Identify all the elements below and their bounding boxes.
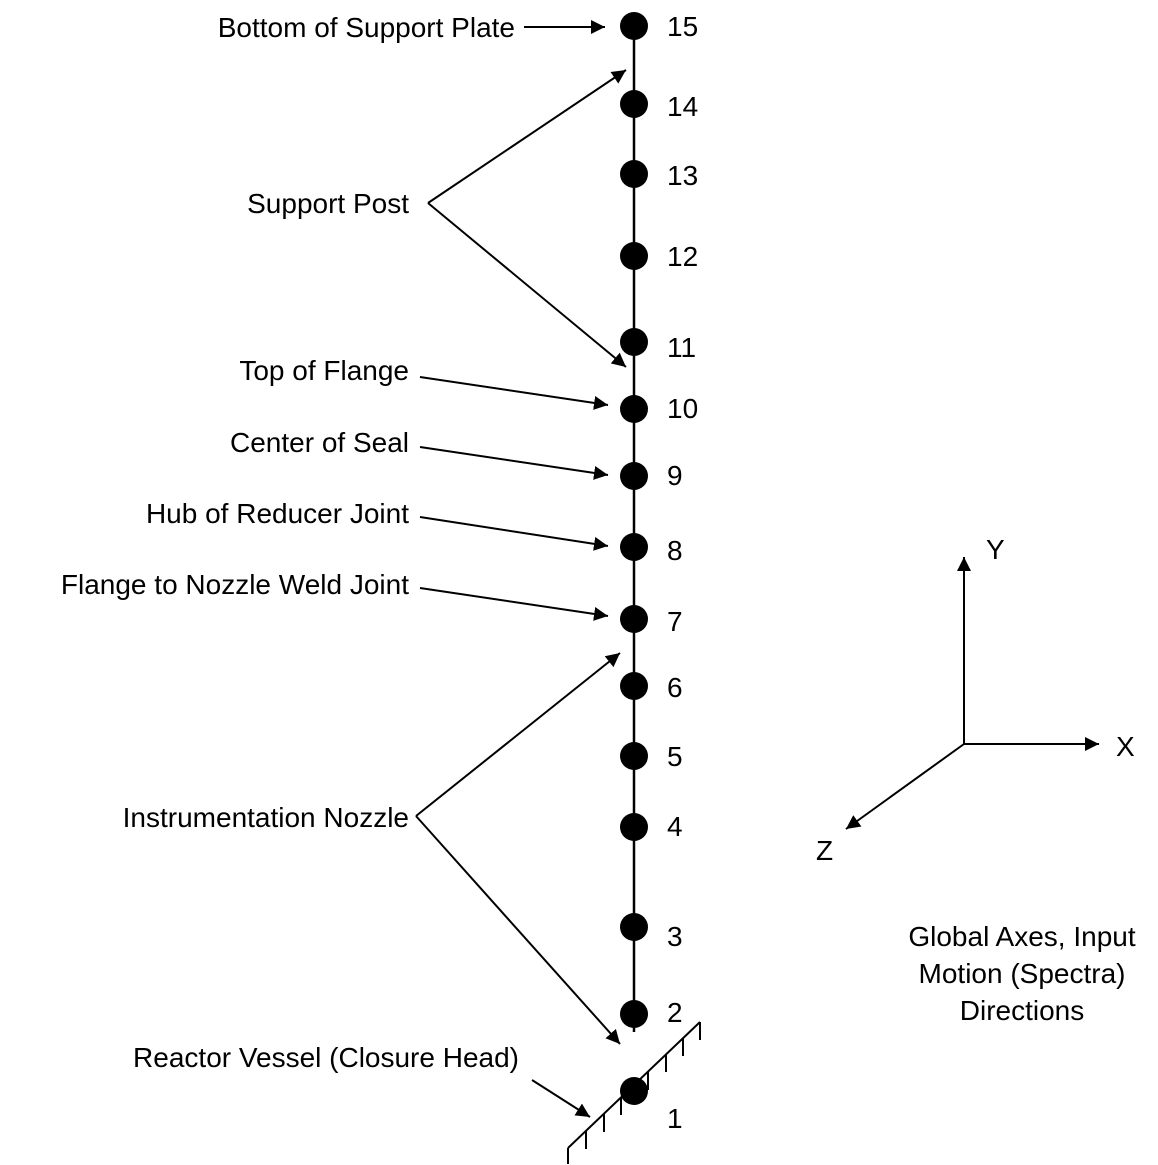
node-9-marker <box>620 462 648 490</box>
node-5-number: 5 <box>667 741 683 772</box>
node-6-number: 6 <box>667 672 683 703</box>
label-top-of-flange: Top of Flange <box>239 355 409 386</box>
node-10-marker <box>620 395 648 423</box>
node-4-number: 4 <box>667 811 683 842</box>
node-1-marker <box>620 1077 648 1105</box>
axes-caption-line-2: Motion (Spectra) <box>919 958 1126 989</box>
node-11-number: 11 <box>667 332 696 363</box>
node-4-marker <box>620 813 648 841</box>
axes-caption-line-1: Global Axes, Input <box>908 921 1135 952</box>
node-7-marker <box>620 605 648 633</box>
arrow-reactor-vessel <box>531 1079 591 1118</box>
label-instrumentation-nozzle: Instrumentation Nozzle <box>123 802 409 833</box>
arrow-center-of-seal <box>419 446 609 480</box>
node-10-number: 10 <box>667 393 698 424</box>
arrow-top-of-flange <box>419 376 609 410</box>
label-support-post: Support Post <box>247 188 409 219</box>
node-13-marker <box>620 160 648 188</box>
node-15-number: 15 <box>667 11 698 42</box>
node-6-marker <box>620 672 648 700</box>
node-8-number: 8 <box>667 535 683 566</box>
node-14-marker <box>620 90 648 118</box>
node-8-marker <box>620 533 648 561</box>
axes-caption: Global Axes, Input Motion (Spectra) Dire… <box>908 921 1135 1026</box>
node-15-marker <box>620 12 648 40</box>
global-axes: Y X Z <box>816 534 1135 866</box>
node-2-marker <box>620 1000 648 1028</box>
z-axis-label: Z <box>816 835 833 866</box>
label-bottom-support-plate: Bottom of Support Plate <box>218 12 515 43</box>
node-7-number: 7 <box>667 606 683 637</box>
node-12-marker <box>620 242 648 270</box>
arrow-support-post-lower <box>427 202 627 368</box>
arrow-instrumentation-nozzle-lower <box>415 815 621 1045</box>
label-hub-reducer-joint: Hub of Reducer Joint <box>146 498 409 529</box>
z-axis-arrow <box>845 743 965 830</box>
node-13-number: 13 <box>667 160 698 191</box>
arrow-flange-nozzle-weld <box>419 587 609 621</box>
node-11-marker <box>620 328 648 356</box>
node-markers <box>620 12 648 1105</box>
node-1-number: 1 <box>667 1103 683 1134</box>
node-14-number: 14 <box>667 91 698 122</box>
arrow-support-post-upper <box>427 69 627 204</box>
node-3-marker <box>620 913 648 941</box>
arrow-instrumentation-nozzle-upper <box>415 652 621 817</box>
y-axis-label: Y <box>986 534 1005 565</box>
node-5-marker <box>620 742 648 770</box>
label-reactor-vessel: Reactor Vessel (Closure Head) <box>133 1042 519 1073</box>
node-3-number: 3 <box>667 921 683 952</box>
label-center-of-seal: Center of Seal <box>230 427 409 458</box>
node-12-number: 12 <box>667 241 698 272</box>
x-axis-label: X <box>1116 731 1135 762</box>
label-flange-nozzle-weld: Flange to Nozzle Weld Joint <box>61 569 409 600</box>
arrow-hub-reducer-joint <box>419 516 609 551</box>
node-9-number: 9 <box>667 460 683 491</box>
axes-caption-line-3: Directions <box>960 995 1084 1026</box>
node-2-number: 2 <box>667 997 683 1028</box>
